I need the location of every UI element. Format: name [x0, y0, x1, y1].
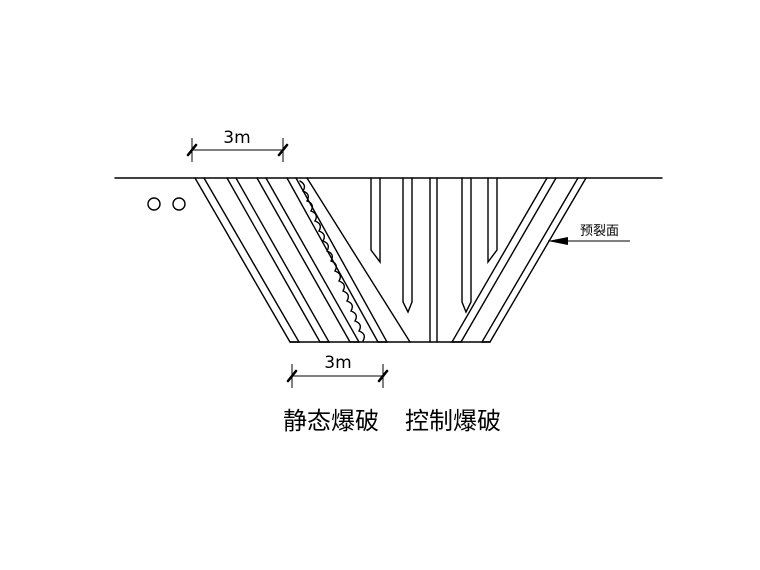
presplit-hole-1: [450, 177, 557, 343]
vertical-hole-5: [487, 177, 498, 265]
vertical-hole-2: [402, 177, 413, 314]
presplit-arrow: [548, 237, 568, 245]
dimension-top-tick-left: [186, 143, 198, 157]
dimension-bottom-label: 3m: [324, 353, 351, 373]
controlled-blasting-caption: 控制爆破: [405, 407, 501, 435]
inclined-hole-3: [256, 177, 361, 343]
presplit-hole-2: [480, 177, 587, 343]
vertical-holes: [370, 177, 498, 343]
dimension-bottom: 3m: [286, 353, 389, 388]
inclined-hole-4: [286, 177, 389, 343]
vertical-hole-4: [461, 177, 472, 314]
dimension-bottom-tick-right: [377, 369, 389, 383]
presplit-face-label: 预裂面: [580, 224, 619, 239]
dimension-bottom-tick-left: [286, 369, 298, 383]
dimension-top: 3m: [186, 128, 289, 162]
static-blasting-caption: 静态爆破: [283, 407, 379, 435]
presplit-holes-right: [450, 177, 587, 343]
inclined-boundary-line: [306, 177, 411, 343]
vertical-hole-1: [370, 177, 381, 265]
dimension-top-label: 3m: [223, 128, 250, 148]
inclined-hole-1: [194, 177, 301, 343]
marker-circle-1: [147, 197, 161, 211]
marker-circle-2: [172, 197, 186, 211]
dimension-top-tick-right: [277, 143, 289, 157]
static-expansion-wave: [299, 180, 366, 342]
